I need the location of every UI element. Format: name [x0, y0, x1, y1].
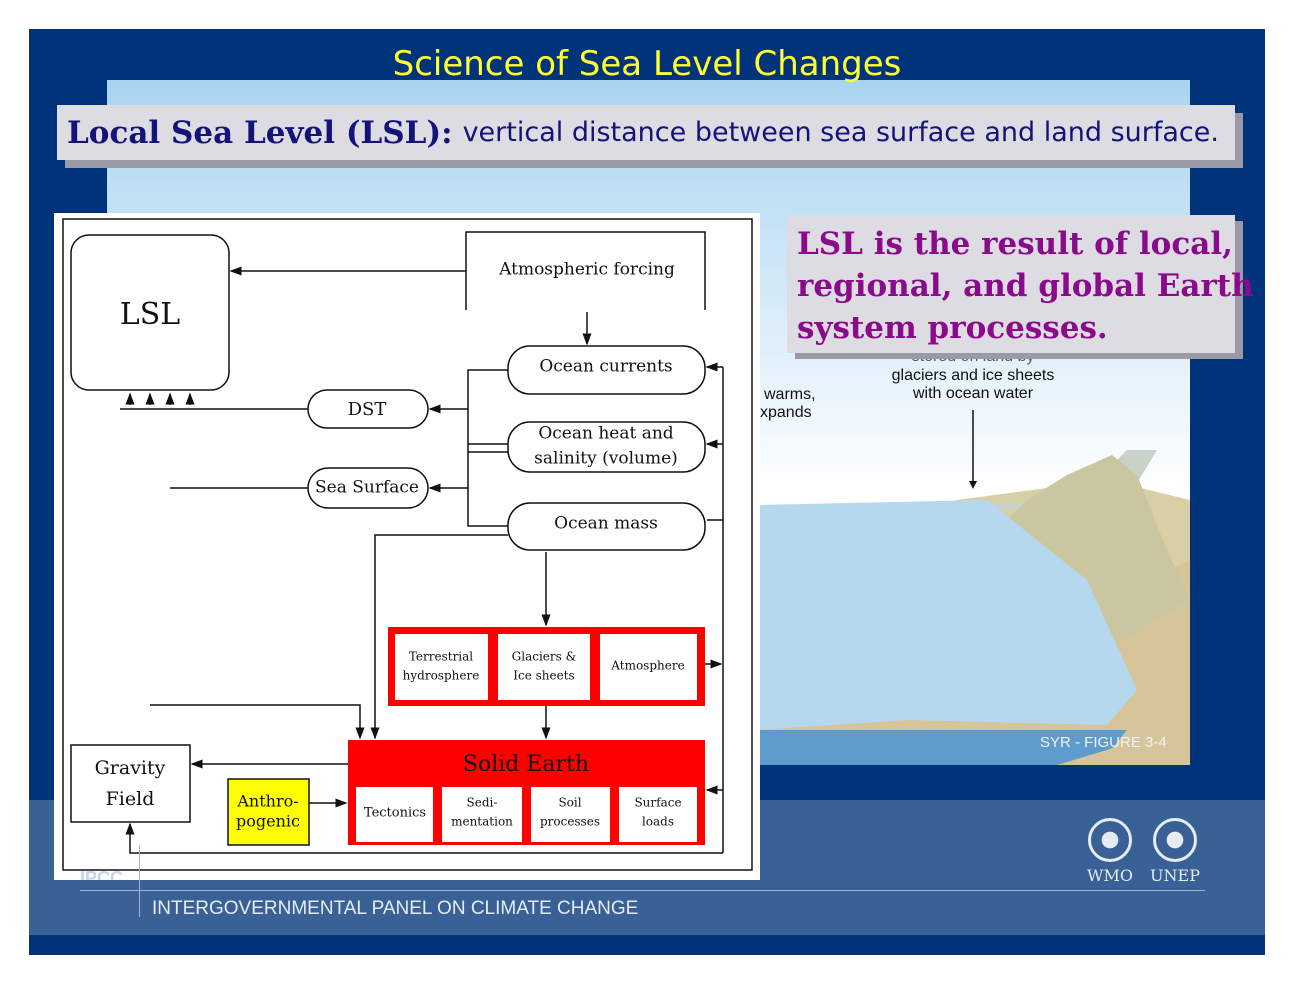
unep-emblem-icon	[1153, 818, 1197, 862]
wmo-label: WMO	[1087, 866, 1133, 885]
atmospheric-forcing-label: Atmospheric forcing	[498, 260, 675, 280]
note-line: system processes.	[797, 310, 1108, 346]
anthropogenic-label-2: pogenic	[236, 812, 300, 831]
ocean-heat-label-2: salinity (volume)	[534, 449, 678, 469]
diagram-svg: LSL Atmospheric forcing Ocean currents O…	[62, 218, 753, 871]
dst-label: DST	[348, 399, 387, 420]
surface-loads-label: Surface	[634, 796, 681, 810]
sea-surface-label: Sea Surface	[315, 478, 419, 498]
ocean-mass-label: Ocean mass	[554, 514, 658, 534]
sedimentation-label-2: mentation	[451, 815, 513, 829]
gravity-label: Gravity	[95, 757, 166, 779]
arrow-down-icon	[969, 410, 977, 489]
note-box: LSL is the result of local, regional, an…	[787, 215, 1254, 353]
lsl-box	[70, 234, 230, 391]
footer-rule	[80, 890, 1205, 891]
definition-bar: Local Sea Level (LSL): vertical distance …	[57, 105, 1235, 160]
terrestrial-label-2: hydrosphere	[403, 669, 480, 683]
ipcc-logo: IPCC	[80, 868, 124, 880]
note-line: regional, and global Earth	[797, 268, 1254, 304]
sedimentation-label: Sedi-	[467, 796, 498, 810]
unep-label: UNEP	[1150, 866, 1200, 885]
ocean-currents-label: Ocean currents	[539, 357, 672, 377]
lsl-diagram: LSL Atmospheric forcing Ocean currents O…	[54, 213, 760, 880]
slide-title: Science of Sea Level Changes	[392, 44, 902, 84]
figure-label-2: glaciers and ice sheets	[891, 367, 1055, 384]
soil-label-2: processes	[540, 815, 600, 829]
solid-earth-label: Solid Earth	[463, 752, 589, 777]
ocean-heat-label: Ocean heat and	[538, 424, 673, 444]
wmo-logo: WMO	[1080, 818, 1140, 885]
unep-logo: UNEP	[1145, 818, 1205, 885]
atmosphere-label: Atmosphere	[610, 659, 684, 673]
anthropogenic-label: Anthro-	[236, 792, 298, 811]
glaciers-label-2: Ice sheets	[513, 669, 574, 683]
soil-label: Soil	[558, 796, 581, 810]
definition-term: Local Sea Level (LSL):	[67, 114, 453, 151]
gravity-label-2: Field	[106, 788, 155, 810]
footer-divider	[139, 845, 140, 917]
definition-text: vertical distance between sea surface an…	[462, 117, 1219, 148]
figure-expands: xpands	[760, 404, 812, 421]
lsl-label: LSL	[120, 297, 180, 332]
glaciers-label: Glaciers &	[512, 650, 577, 664]
terrestrial-label: Terrestrial	[409, 650, 473, 664]
figure-source: SYR - FIGURE 3-4	[1040, 734, 1167, 751]
anthropogenic-box	[227, 778, 310, 846]
figure-label-3: with ocean water	[912, 385, 1034, 402]
tectonics-label: Tectonics	[364, 806, 426, 821]
wmo-emblem-icon	[1088, 818, 1132, 862]
surface-loads-label-2: loads	[642, 815, 674, 829]
note-line: LSL is the result of local,	[797, 226, 1233, 262]
figure-warms: warms,	[764, 386, 816, 403]
footer-org-name: INTERGOVERNMENTAL PANEL ON CLIMATE CHANG…	[152, 898, 639, 919]
